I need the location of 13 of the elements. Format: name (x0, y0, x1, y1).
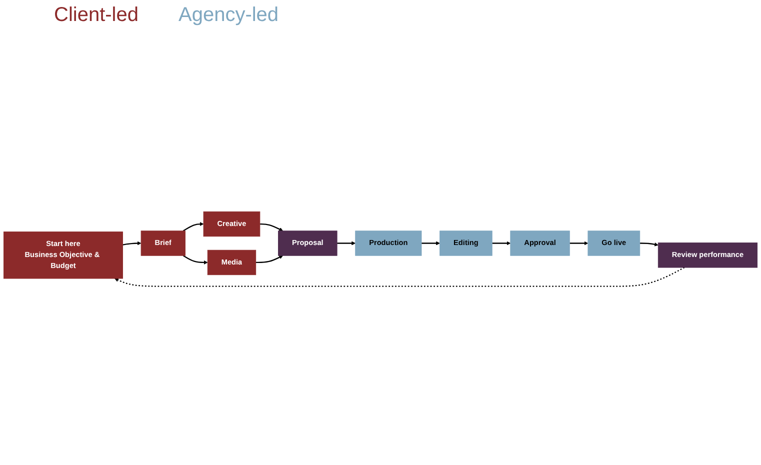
legend-label: Client-led (54, 4, 138, 27)
arrow (570, 240, 588, 245)
arrow (260, 222, 284, 231)
arrow (640, 242, 658, 246)
arrow (256, 254, 284, 263)
arrow (182, 254, 208, 264)
arrow (114, 266, 685, 286)
arrow (422, 240, 440, 245)
arrow (182, 222, 204, 231)
arrow (492, 240, 511, 245)
arrow (122, 240, 142, 245)
legend-label: Agency-led (178, 4, 279, 27)
arrow (337, 240, 356, 245)
